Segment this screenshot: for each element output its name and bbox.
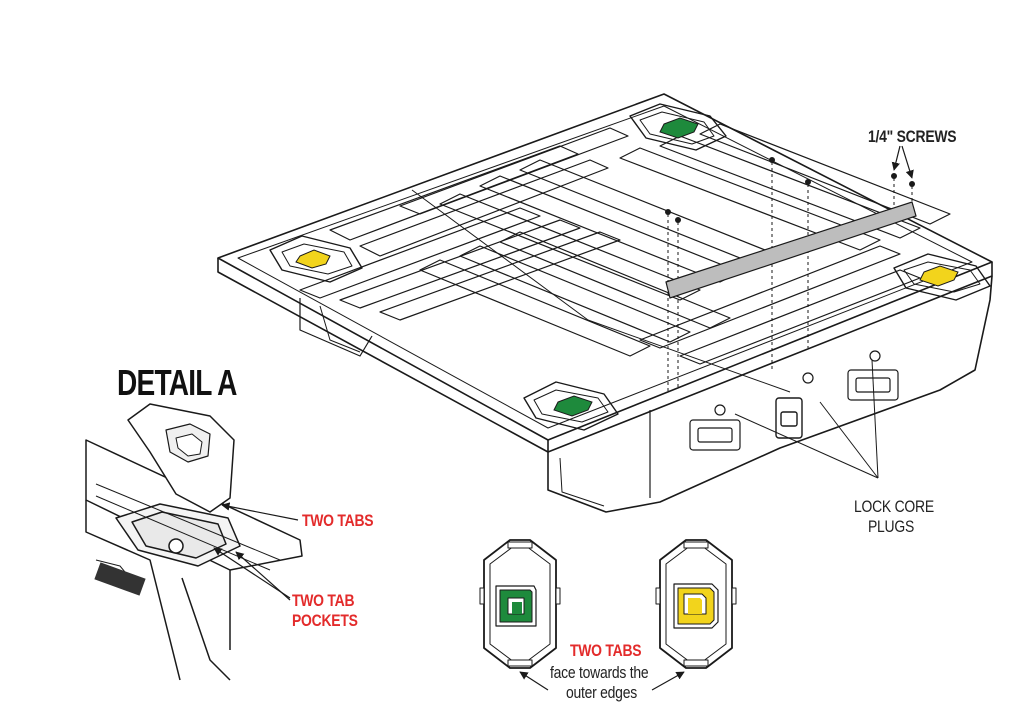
tab-pockets-label-line1: TWO TAB: [292, 591, 355, 610]
detail-a-illustration: [85, 403, 303, 681]
corner-housing-front: [523, 381, 619, 431]
drawer-body: [547, 275, 993, 513]
face-towards-label-line1: face towards the: [550, 663, 649, 682]
corner-housing-right: [893, 253, 991, 301]
two-tabs-detail-label: TWO TABS: [302, 511, 374, 530]
tab-pockets-label-line2: POCKETS: [292, 611, 358, 630]
arrow-icon: [519, 145, 914, 691]
corner-housing-left: [269, 235, 363, 283]
two-tabs-bottom-label: TWO TABS: [570, 641, 642, 660]
drawer-handle-left: [689, 404, 741, 451]
lock-core-label-line1: LOCK CORE: [854, 497, 934, 516]
screw-points: [665, 157, 915, 223]
deck-plugs: [295, 117, 959, 417]
screws-label: 1/4" SCREWS: [868, 127, 957, 146]
center-lock-housing: [775, 397, 803, 439]
lock-core-leaders: [734, 359, 879, 479]
screw-guide-lines: [667, 162, 913, 394]
yellow-lock-plug-icon: [655, 539, 737, 669]
gray-mounting-rail: [665, 201, 917, 299]
corner-housing-back: [629, 103, 727, 151]
deck-assembly: [217, 93, 993, 513]
green-lock-plug-icon: [479, 539, 561, 669]
lock-core-label-line2: PLUGS: [868, 517, 915, 536]
drawer-handle-right: [802, 350, 899, 401]
face-towards-label-line2: outer edges: [566, 683, 637, 702]
detail-a-arrows: [213, 502, 299, 601]
detail-a-title: DETAIL A: [117, 362, 237, 403]
